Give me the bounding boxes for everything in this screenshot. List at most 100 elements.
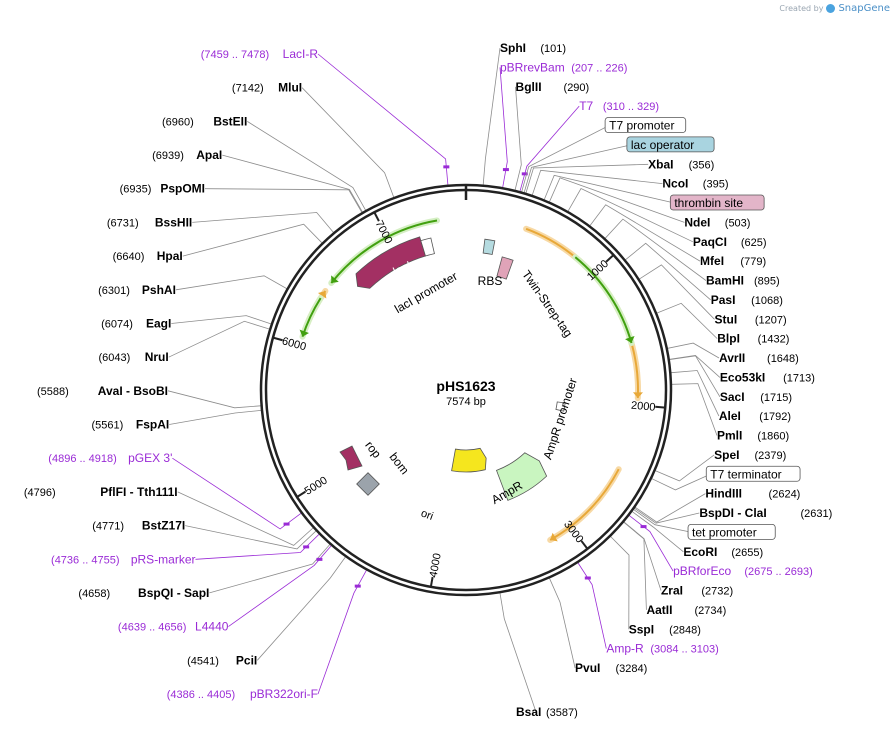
site-paqci[interactable]: PaqCI(625)	[693, 235, 767, 249]
site-alei[interactable]: AleI(1792)	[719, 409, 791, 423]
site-bsteii[interactable]: BstEII(6960)	[162, 114, 247, 128]
site-lac-operator[interactable]: lac operator	[626, 136, 715, 153]
site-name: SphI	[500, 41, 526, 55]
site-name: BspQI - SapI	[138, 586, 209, 600]
site-sphi[interactable]: SphI(101)	[500, 41, 566, 55]
site-coord: (7459 .. 7478)	[201, 49, 270, 61]
leader-pbrrevbam	[499, 67, 508, 188]
site-name: AleI	[719, 409, 741, 423]
site-bspqi-sapi[interactable]: BspQI - SapI(4658)	[78, 586, 209, 600]
site-avrii[interactable]: AvrII(1648)	[719, 351, 799, 365]
site-coord: (1713)	[783, 372, 815, 384]
site-name: HindIII	[705, 487, 742, 501]
site-blpi[interactable]: BlpI(1432)	[717, 332, 789, 346]
site-avai-bsobi[interactable]: AvaI - BsoBI(5588)	[37, 384, 168, 398]
site-mlui[interactable]: MluI(7142)	[232, 81, 302, 95]
leader-mfei	[589, 204, 701, 262]
snapgene-branding: Created by SnapGene	[779, 3, 890, 14]
site-sspi[interactable]: SspI(2848)	[629, 622, 701, 636]
site-name: BspDI - ClaI	[699, 506, 766, 520]
site-ecori[interactable]: EcoRI(2655)	[683, 545, 763, 559]
app-name-label: SnapGene	[838, 3, 890, 14]
site-bamhi[interactable]: BamHI(895)	[706, 274, 780, 288]
site-bstz17i[interactable]: BstZ17I(4771)	[92, 519, 185, 533]
site-pbrforeco[interactable]: pBRforEco(2675 .. 2693)	[673, 564, 813, 578]
site-name: LacI-R	[283, 47, 319, 61]
site-l4440[interactable]: L4440(4639 .. 4656)	[118, 620, 229, 634]
site-t7-promoter[interactable]: T7 promoter	[604, 117, 687, 133]
site-hpai[interactable]: HpaI(6640)	[113, 249, 183, 263]
site-zrai[interactable]: ZraI(2732)	[661, 584, 733, 598]
site-pgex-3[interactable]: pGEX 3'(4896 .. 4918)	[48, 451, 172, 465]
site-coord: (6960)	[162, 116, 194, 128]
site-laci-r[interactable]: LacI-R (7459 .. 7478)	[201, 47, 319, 61]
site-pbrrevbam[interactable]: pBRrevBam(207 .. 226)	[500, 60, 627, 74]
site-coord: (310 .. 329)	[603, 101, 659, 113]
leader-avai-bsobi	[167, 390, 261, 409]
site-coord: (6301)	[98, 285, 130, 297]
site-name: BssHII	[155, 215, 192, 229]
site-bspdi-clai[interactable]: BspDI - ClaI(2631)	[699, 506, 832, 520]
site-amp-r[interactable]: Amp-R(3084 .. 3103)	[606, 642, 719, 656]
site-name: SspI	[629, 622, 654, 636]
site-eco53ki[interactable]: Eco53kI(1713)	[720, 370, 815, 384]
site-name: MluI	[278, 81, 302, 95]
site-pmli[interactable]: PmlI(1860)	[717, 429, 789, 443]
site-ncoi[interactable]: NcoI(395)	[662, 177, 728, 191]
site-mfei[interactable]: MfeI(779)	[700, 254, 766, 268]
site-pvui[interactable]: PvuI(3284)	[575, 661, 647, 675]
site-pbr322ori-f[interactable]: pBR322ori-F(4386 .. 4405)	[167, 687, 318, 701]
feature-box	[705, 465, 801, 482]
site-aatii[interactable]: AatII(2734)	[646, 603, 726, 617]
site-fspai[interactable]: FspAI(5561)	[91, 418, 169, 432]
primer-mark-l4440	[316, 557, 323, 561]
site-eagi[interactable]: EagI(6074)	[101, 316, 171, 330]
site-tet-promoter[interactable]: tet promoter	[687, 523, 776, 540]
site-thrombin-site[interactable]: thrombin site	[669, 194, 765, 211]
site-bsai[interactable]: BsaI(3587)	[516, 705, 578, 719]
leader-apai	[222, 154, 363, 213]
site-nrui[interactable]: NruI(6043)	[98, 350, 168, 364]
leader-tet-promoter	[633, 509, 693, 533]
site-name: HpaI	[157, 249, 183, 263]
site-pasi[interactable]: PasI(1068)	[711, 293, 783, 307]
site-spei[interactable]: SpeI(2379)	[714, 448, 786, 462]
site-pshai[interactable]: PshAI(6301)	[98, 283, 176, 297]
tick-label-4000: 4000	[428, 552, 444, 578]
leader-pgex-3	[172, 457, 302, 530]
leader-zrai	[623, 521, 662, 591]
backbone	[259, 183, 673, 597]
leader-ndei	[549, 177, 685, 223]
rop-label: rop	[362, 438, 384, 461]
site-bsshii[interactable]: BssHII(6731)	[107, 215, 192, 229]
site-name: PciI	[236, 653, 257, 667]
site-pflfi-tth111i[interactable]: PflFI - Tth111I(4796)	[24, 485, 178, 499]
site-t7-terminator[interactable]: T7 terminator	[705, 465, 801, 482]
feature-box	[687, 523, 776, 540]
site-apai[interactable]: ApaI (6939)	[152, 148, 222, 162]
leader-bstz17i	[185, 525, 317, 550]
feature-box	[626, 136, 715, 153]
site-prs-marker[interactable]: pRS-marker(4736 .. 4755)	[51, 552, 196, 566]
leader-hpai	[182, 223, 323, 257]
site-name: BamHI	[706, 274, 744, 288]
bom-label: bom	[386, 450, 411, 477]
site-bglii[interactable]: BglII(290)	[516, 80, 590, 94]
leader-pflfi-tth111i	[177, 491, 314, 546]
leader-alei	[671, 370, 720, 417]
feature-name: T7 promoter	[609, 119, 674, 133]
site-xbai[interactable]: XbaI(356)	[648, 157, 714, 171]
site-t7[interactable]: T7 (310 .. 329)	[579, 99, 659, 113]
site-name: ApaI	[196, 148, 222, 162]
site-stui[interactable]: StuI(1207)	[714, 312, 786, 326]
site-ndei[interactable]: NdeI(503)	[684, 215, 750, 229]
site-pspomi[interactable]: PspOMI(6935)	[120, 182, 205, 196]
site-saci[interactable]: SacI(1715)	[720, 390, 792, 404]
site-pcii[interactable]: PciI(4541)	[187, 653, 257, 667]
site-coord: (2732)	[701, 586, 733, 598]
site-hindiii[interactable]: HindIII(2624)	[705, 487, 800, 501]
site-coord: (6939)	[152, 150, 184, 162]
site-name: T7	[579, 99, 593, 113]
site-name: NdeI	[684, 215, 710, 229]
leader-aatii	[623, 521, 647, 610]
